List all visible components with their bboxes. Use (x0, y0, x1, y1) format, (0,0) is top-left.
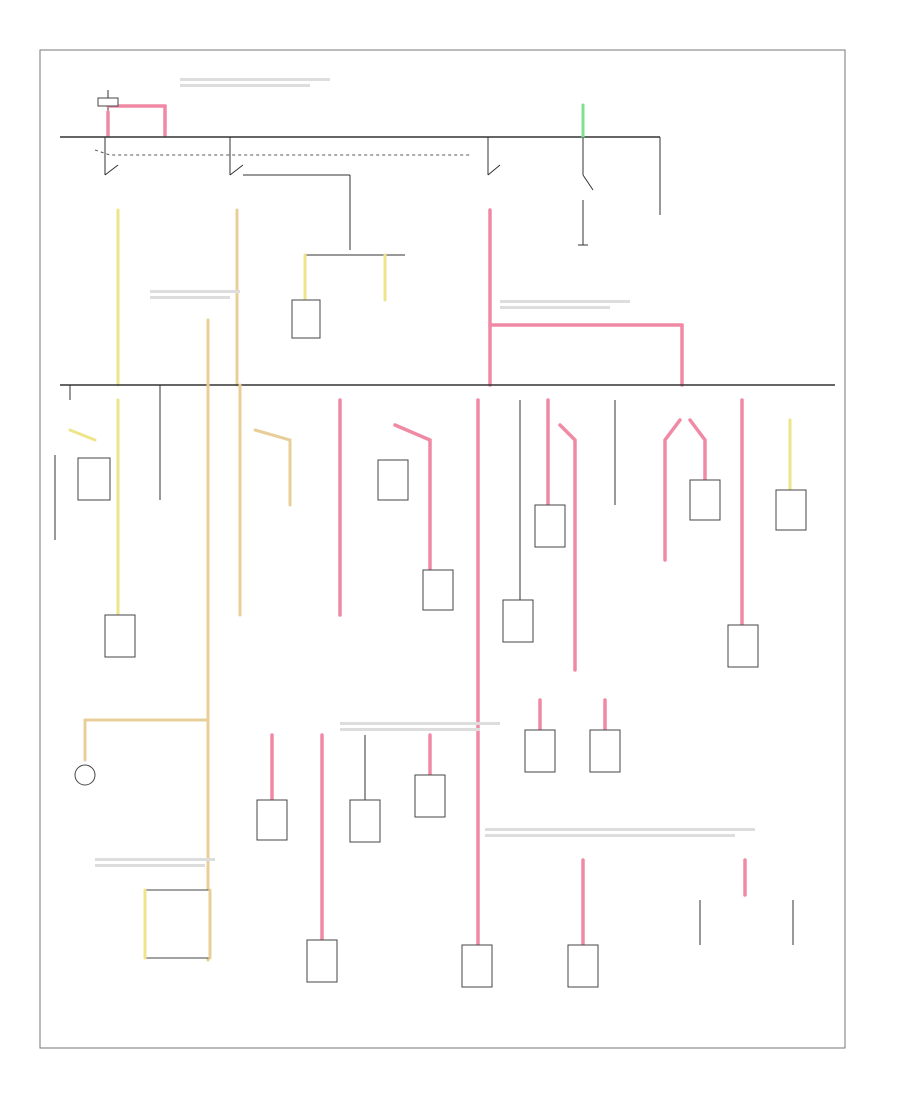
top-fuse-box (97, 90, 167, 137)
ignition-feed-wires (116, 174, 684, 387)
diagram-frame (39, 49, 846, 1049)
illegible-labels (95, 78, 755, 867)
fuse-branches (54, 318, 807, 988)
lower-branches (143, 698, 794, 988)
ignition-switch (94, 137, 594, 246)
